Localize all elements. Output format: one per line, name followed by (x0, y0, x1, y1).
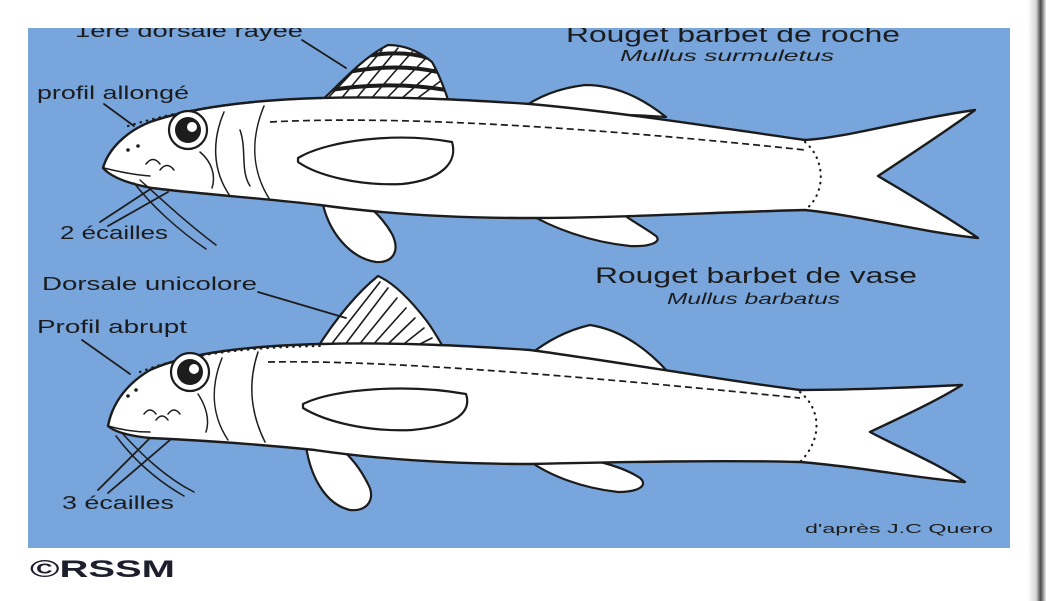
card-edge-shadow (1028, 0, 1046, 601)
species-title-roche: Rouget barbet de roche (566, 22, 900, 47)
annotation-first-dorsal: 1ère dorsale rayée (75, 21, 303, 41)
species-latin-roche: Mullus surmuletus (620, 48, 834, 65)
nostril (136, 144, 140, 148)
eye-glint (187, 122, 197, 132)
species-title-vase: Rouget barbet de vase (595, 263, 917, 288)
eye (169, 111, 207, 149)
annotation-long-profile: profil allongé (37, 83, 189, 103)
annotation-three-scales: 3 écailles (62, 493, 174, 513)
nostril (134, 388, 138, 392)
copyright-watermark: ©RSSM (30, 556, 175, 583)
species-latin-vase: Mullus barbatus (667, 291, 840, 308)
illustration-credit: d'après J.C Quero (805, 521, 993, 536)
annotation-two-scales: 2 écailles (60, 223, 168, 243)
annotation-dorsal-plain: Dorsale unicolore (42, 274, 257, 294)
eye-glint (189, 364, 199, 374)
nostril (126, 394, 130, 398)
nostril (126, 148, 130, 152)
eye (171, 353, 209, 391)
annotation-steep-profile: Profil abrupt (37, 317, 187, 337)
